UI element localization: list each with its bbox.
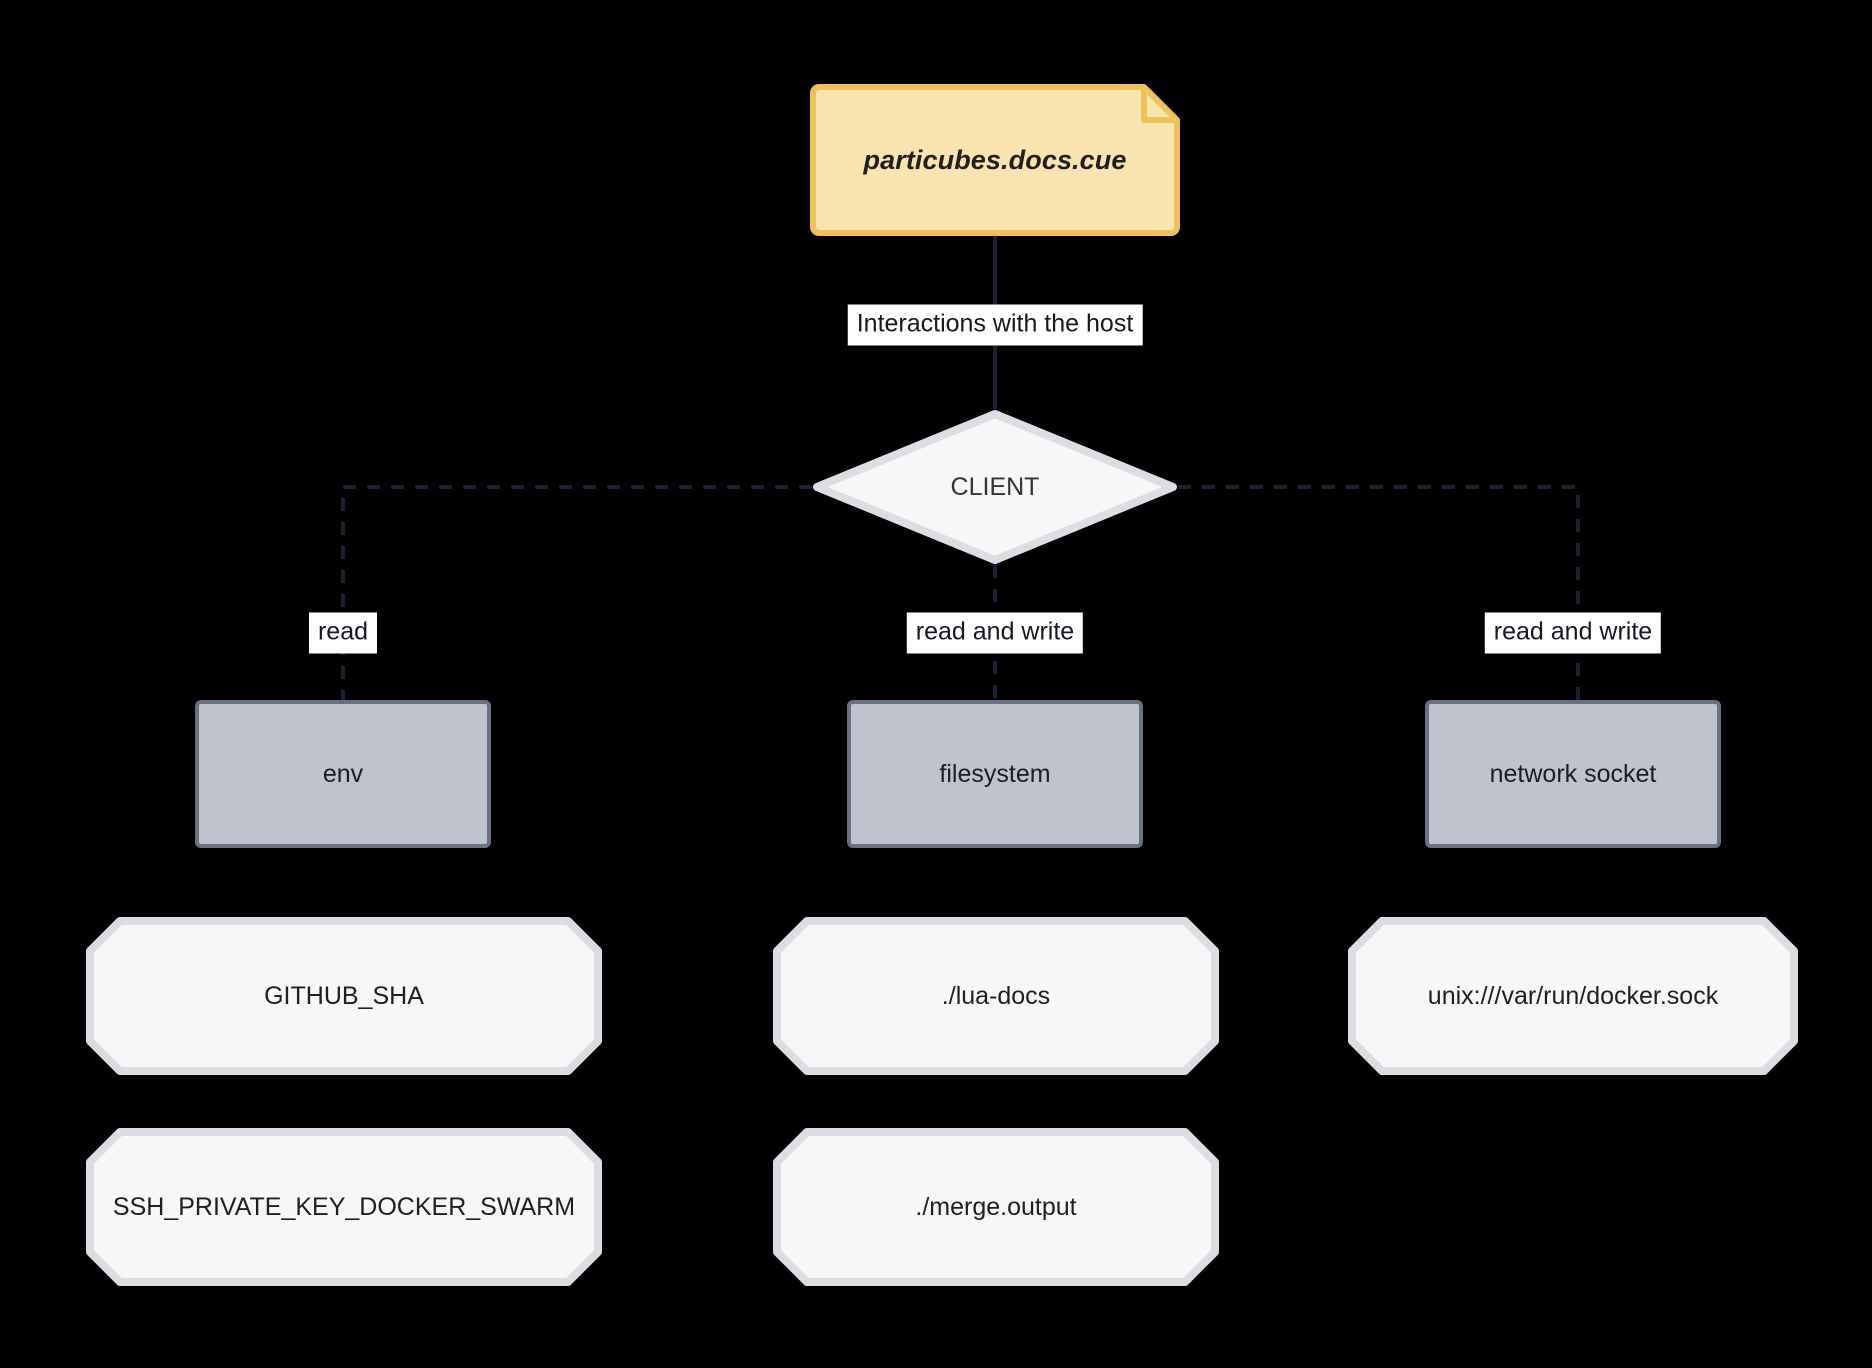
octagon-shape (1348, 917, 1798, 1075)
node-note-particubes-docs-cue[interactable]: particubes.docs.cue (810, 84, 1180, 236)
node-lua-docs[interactable]: ./lua-docs (773, 917, 1219, 1075)
octagon-shape (773, 1128, 1219, 1286)
node-env[interactable]: env (195, 700, 491, 848)
env-label: env (322, 759, 364, 788)
edge-label-read-and-write-filesystem: read and write (906, 612, 1084, 654)
octagon-shape (86, 917, 602, 1075)
edge-client-to-env (341, 485, 812, 700)
node-github-sha[interactable]: GITHUB_SHA (86, 917, 602, 1075)
octagon-shape (773, 917, 1219, 1075)
node-ssh-private-key-docker-swarm[interactable]: SSH_PRIVATE_KEY_DOCKER_SWARM (86, 1128, 602, 1286)
edge-label-read-and-write-network-socket: read and write (1484, 612, 1662, 654)
node-network-socket[interactable]: network socket (1425, 700, 1721, 848)
client-label: CLIENT (950, 472, 1040, 501)
ssh-private-key-docker-swarm-label: SSH_PRIVATE_KEY_DOCKER_SWARM (112, 1192, 576, 1221)
edge-label-read: read (308, 612, 378, 654)
network-socket-label: network socket (1489, 759, 1657, 788)
note-shape (810, 84, 1180, 236)
docker-sock-label: unix:///var/run/docker.sock (1427, 981, 1719, 1010)
lua-docs-label: ./lua-docs (941, 981, 1051, 1010)
edge-client-to-network-socket (1178, 485, 1580, 700)
note-folded-corner-icon (1141, 87, 1177, 123)
node-merge-output[interactable]: ./merge.output (773, 1128, 1219, 1286)
filesystem-label: filesystem (939, 759, 1051, 788)
diamond-shape (813, 410, 1177, 564)
node-filesystem[interactable]: filesystem (847, 700, 1143, 848)
github-sha-label: GITHUB_SHA (264, 981, 424, 1010)
merge-output-label: ./merge.output (915, 1192, 1077, 1221)
node-client[interactable]: CLIENT (812, 409, 1178, 565)
node-docker-sock[interactable]: unix:///var/run/docker.sock (1348, 917, 1798, 1075)
note-label: particubes.docs.cue (863, 144, 1127, 175)
octagon-shape (86, 1128, 602, 1286)
edge-label-interactions-with-the-host: Interactions with the host (847, 304, 1143, 346)
